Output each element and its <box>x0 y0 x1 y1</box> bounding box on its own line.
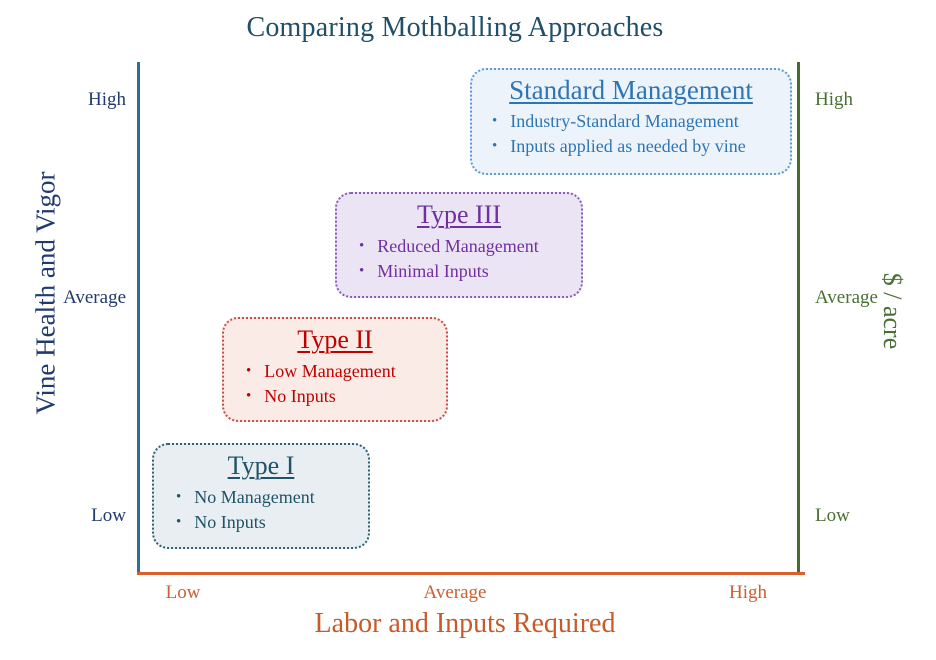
bullet-text: Low Management <box>264 361 396 381</box>
y-axis-left-title: Vine Health and Vigor <box>30 171 61 415</box>
bullet-text: Industry-Standard Management <box>510 111 739 131</box>
y-axis-right-title: $ / acre <box>878 272 907 350</box>
bullet-text: Inputs applied as needed by vine <box>510 136 746 156</box>
box-title: Type I <box>227 451 295 480</box>
bullet-item: • No Management <box>176 485 360 510</box>
approach-box-type-iii: Type III • Reduced Management • Minimal … <box>335 192 583 298</box>
x-axis-line <box>137 572 805 575</box>
bullet-item: • Industry-Standard Management <box>492 109 782 134</box>
bullet-icon: • <box>359 238 365 254</box>
bullet-text: Reduced Management <box>377 236 539 256</box>
bullet-text: No Inputs <box>264 386 336 406</box>
bullet-text: Minimal Inputs <box>377 261 489 281</box>
bottom-tick-average: Average <box>423 582 487 603</box>
bullet-icon: • <box>176 514 182 530</box>
bullet-list: • Industry-Standard Management • Inputs … <box>480 109 782 159</box>
bullet-list: • Reduced Management • Minimal Inputs <box>345 234 573 284</box>
bullet-item: • No Inputs <box>176 510 360 535</box>
x-axis-title: Labor and Inputs Required <box>314 608 616 639</box>
bullet-text: No Inputs <box>194 512 266 532</box>
bullet-text: No Management <box>194 487 315 507</box>
y-axis-right-line <box>797 62 800 573</box>
bottom-tick-low: Low <box>165 582 201 603</box>
bullet-icon: • <box>176 489 182 505</box>
box-title: Type III <box>416 200 502 229</box>
bullet-item: • Minimal Inputs <box>359 259 573 284</box>
bullet-item: • Low Management <box>246 359 438 384</box>
right-tick-high: High <box>815 89 853 110</box>
box-title: Type II <box>297 325 373 354</box>
bullet-icon: • <box>492 138 498 154</box>
bullet-item: • Inputs applied as needed by vine <box>492 134 782 159</box>
left-tick-average: Average <box>63 287 126 308</box>
bullet-item: • No Inputs <box>246 384 438 409</box>
left-tick-low: Low <box>91 505 126 526</box>
bullet-list: • Low Management • No Inputs <box>232 359 438 409</box>
bullet-item: • Reduced Management <box>359 234 573 259</box>
y-axis-left-line <box>137 62 140 575</box>
bullet-icon: • <box>246 388 252 404</box>
right-tick-average: Average <box>815 287 878 308</box>
approach-box-type-i: Type I • No Management • No Inputs <box>152 443 370 549</box>
box-title: Standard Management <box>509 75 753 105</box>
right-tick-low: Low <box>815 505 850 526</box>
approach-box-standard-management: Standard Management • Industry-Standard … <box>470 68 792 175</box>
bullet-icon: • <box>359 263 365 279</box>
bottom-tick-high: High <box>729 582 767 603</box>
left-tick-high: High <box>88 89 126 110</box>
bullet-icon: • <box>246 363 252 379</box>
bullet-icon: • <box>492 113 498 129</box>
bullet-list: • No Management • No Inputs <box>162 485 360 535</box>
chart-title: Comparing Mothballing Approaches <box>246 12 664 43</box>
approach-box-type-ii: Type II • Low Management • No Inputs <box>222 317 448 422</box>
